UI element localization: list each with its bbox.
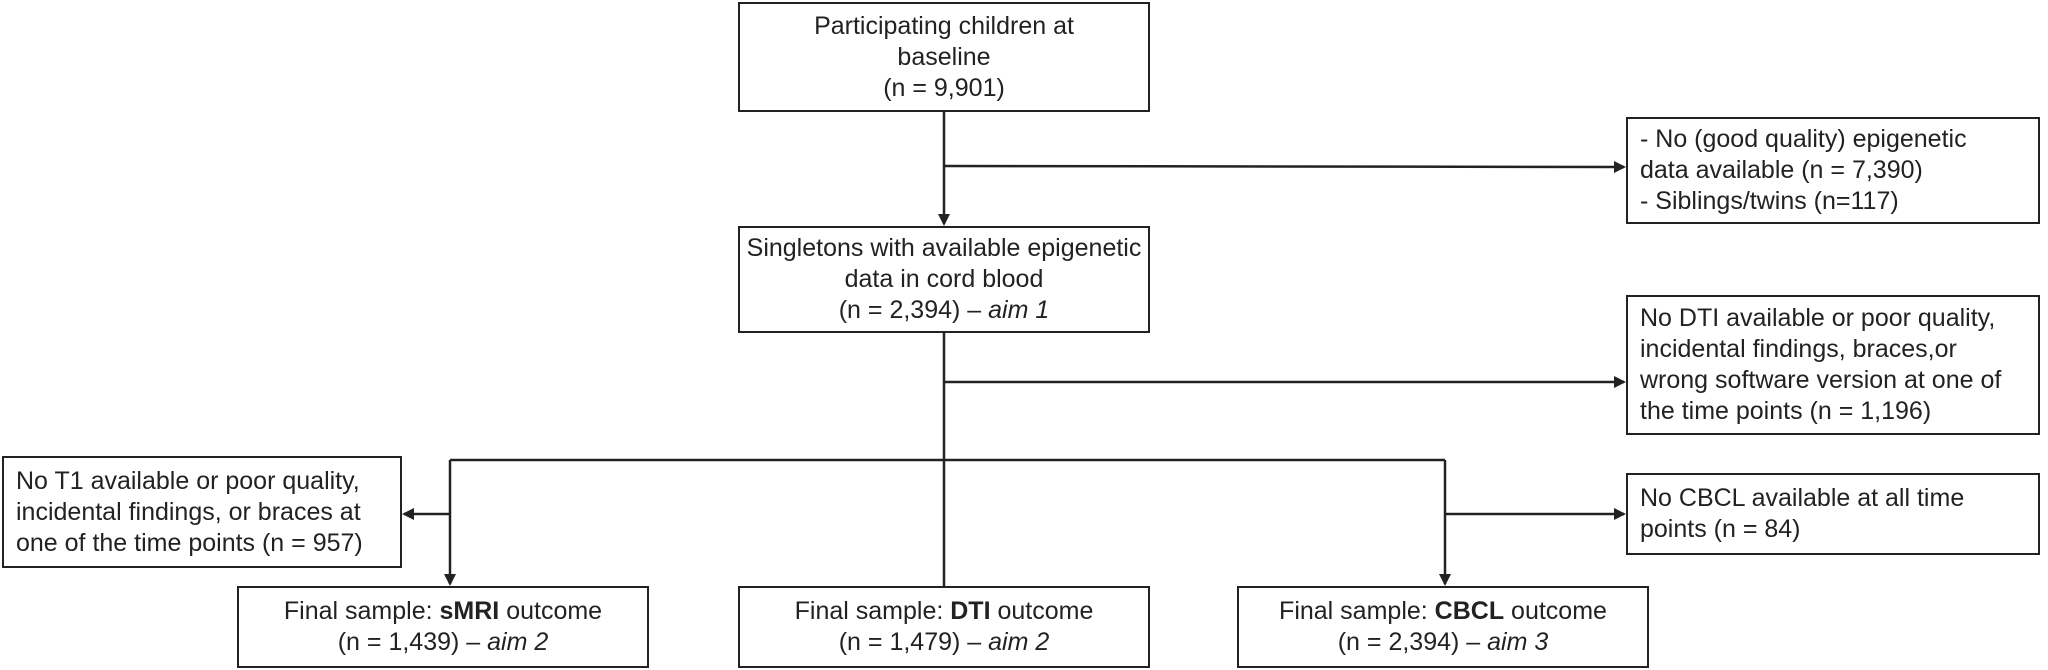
final-smri-outcome: sMRI (439, 597, 500, 625)
singletons-line-1: Singletons with available epigenetic (746, 234, 1142, 262)
exclusion-dti-line-2: incidental findings, braces,or (1640, 335, 1957, 363)
baseline-line-3: (n = 9,901) (883, 73, 1005, 102)
box-exclusion-epigenetic: - No (good quality) epigenetic data avai… (1626, 117, 2040, 224)
box-singletons: Singletons with available epigenetic dat… (738, 226, 1150, 333)
final-cbcl-title: Final sample: CBCL outcome (1279, 597, 1607, 625)
singletons-aim: aim 1 (988, 296, 1050, 324)
exclusion-cbcl-line-1: No CBCL available at all time (1640, 484, 1965, 512)
box-final-cbcl: Final sample: CBCL outcome (n = 2,394) –… (1237, 586, 1649, 668)
final-dti-outcome: DTI (950, 597, 991, 625)
exclusion1-line-2: data available (n = 7,390) (1640, 156, 1923, 184)
singletons-n: (n = 2,394) – (838, 296, 989, 324)
box-exclusion-dti: No DTI available or poor quality, incide… (1626, 295, 2040, 435)
exclusion-t1-line-3: one of the time points (n = 957) (16, 528, 363, 557)
exclusion-t1-line-1: No T1 available or poor quality, (16, 466, 360, 495)
final-smri-n: (n = 1,439) – aim 2 (337, 628, 549, 656)
exclusion1-line-1: - No (good quality) epigenetic (1640, 125, 1967, 153)
box-exclusion-t1: No T1 available or poor quality, inciden… (2, 456, 402, 568)
final-cbcl-n: (n = 2,394) – aim 3 (1337, 628, 1549, 656)
baseline-line-1: Participating children at (814, 11, 1074, 40)
exclusion-dti-line-1: No DTI available or poor quality, (1640, 304, 1996, 332)
final-cbcl-aim: aim 3 (1487, 628, 1549, 656)
final-cbcl-outcome: CBCL (1434, 597, 1505, 625)
singletons-line-2: data in cord blood (844, 265, 1044, 293)
final-dti-n: (n = 1,479) – aim 2 (838, 628, 1050, 656)
final-smri-title: Final sample: sMRI outcome (283, 597, 603, 625)
final-dti-title: Final sample: DTI outcome (794, 597, 1094, 625)
singletons-line-3: (n = 2,394) – aim 1 (839, 295, 1050, 326)
box-exclusion-cbcl: No CBCL available at all time points (n … (1626, 473, 2040, 555)
final-dti-aim: aim 2 (988, 628, 1050, 656)
exclusion-dti-line-3: wrong software version at one of (1640, 366, 2002, 394)
exclusion-t1-line-2: incidental findings, or braces at (16, 497, 361, 526)
arrow-to-exclusion1 (943, 160, 1626, 173)
exclusion1-line-3: - Siblings/twins (n=117) (1640, 187, 1899, 215)
baseline-line-2: baseline (897, 42, 991, 71)
box-baseline: Participating children at baseline (n = … (738, 2, 1150, 112)
exclusion-cbcl-line-2: points (n = 84) (1640, 515, 1801, 543)
box-final-dti: Final sample: DTI outcome (n = 1,479) – … (738, 586, 1150, 668)
exclusion-dti-line-4: the time points (n = 1,196) (1640, 397, 1932, 425)
final-smri-aim: aim 2 (487, 628, 549, 656)
box-final-smri: Final sample: sMRI outcome (n = 1,439) –… (237, 586, 649, 668)
